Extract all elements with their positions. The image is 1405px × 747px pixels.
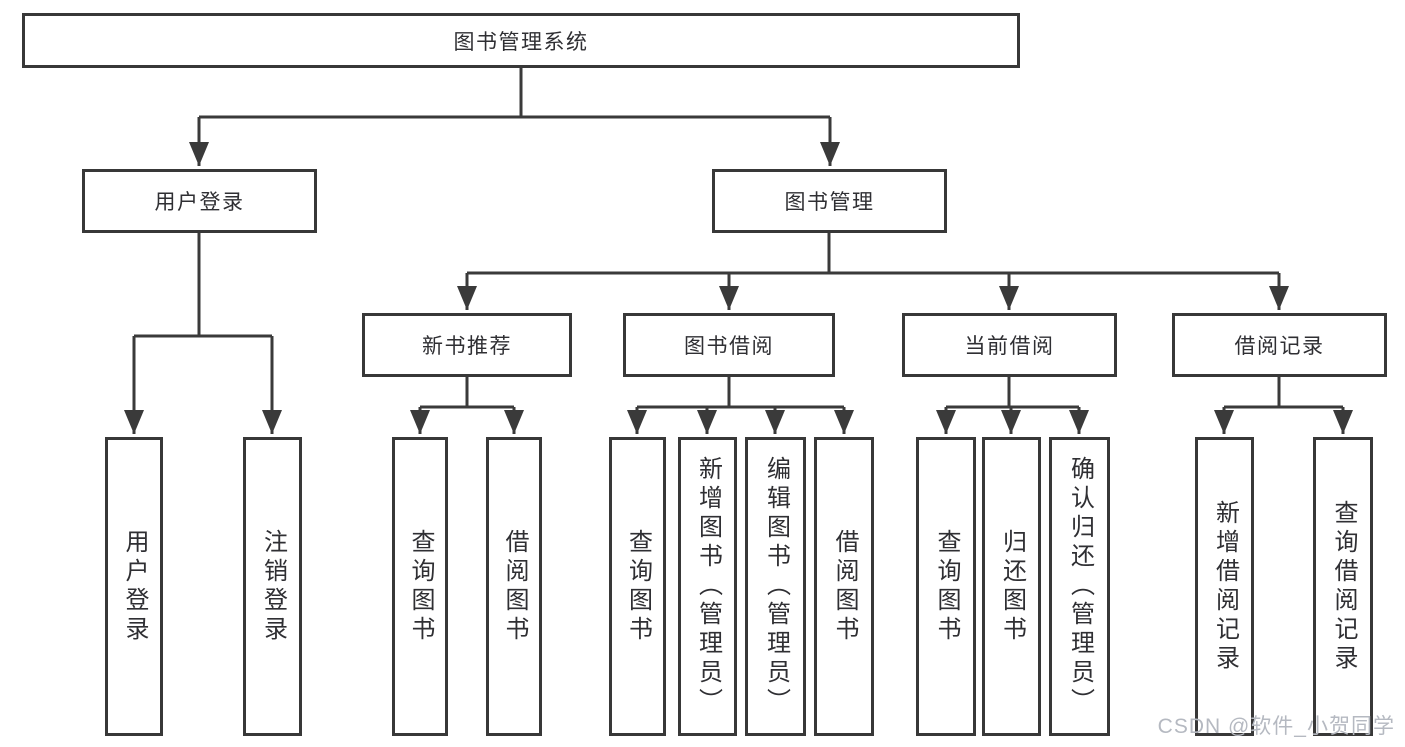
leaf-borrow-books: 借阅图书: [814, 437, 874, 736]
edge-current-borrow-to-leaves: [936, 377, 1089, 434]
leaf-user-login: 用户登录: [105, 437, 163, 736]
node-borrowing-records: 借阅记录: [1172, 313, 1387, 377]
edge-new-books-to-leaves: [410, 377, 524, 434]
leaf-query-books-current: 查询图书: [916, 437, 976, 736]
leaf-logout: 注销登录: [243, 437, 302, 736]
node-new-book-recommendation: 新书推荐: [362, 313, 572, 377]
node-book-borrowing: 图书借阅: [623, 313, 835, 377]
csdn-watermark: CSDN @软件_小贺同学: [1157, 715, 1395, 738]
node-user-login-branch: 用户登录: [82, 169, 317, 233]
leaf-query-books-new: 查询图书: [392, 437, 448, 736]
node-book-management-branch: 图书管理: [712, 169, 947, 233]
edge-borrow-records-to-leaves: [1214, 377, 1353, 434]
edge-book-mgmt-to-level3: [457, 233, 1289, 310]
node-library-management-system: 图书管理系统: [22, 13, 1020, 68]
leaf-return-books: 归还图书: [982, 437, 1041, 736]
leaf-add-books-admin: 新增图书（管理员）: [678, 437, 737, 736]
leaf-query-borrow-record: 查询借阅记录: [1313, 437, 1373, 736]
edge-book-borrow-to-leaves: [627, 377, 854, 434]
leaf-query-books-borrow: 查询图书: [609, 437, 666, 736]
leaf-edit-books-admin: 编辑图书（管理员）: [745, 437, 806, 736]
node-current-borrowing: 当前借阅: [902, 313, 1117, 377]
leaf-add-borrow-record: 新增借阅记录: [1195, 437, 1254, 736]
edge-root-to-level2: [189, 68, 840, 166]
edge-user-login-to-leaves: [124, 233, 282, 434]
leaf-confirm-return-admin: 确认归还（管理员）: [1049, 437, 1110, 736]
leaf-borrow-books-new: 借阅图书: [486, 437, 542, 736]
